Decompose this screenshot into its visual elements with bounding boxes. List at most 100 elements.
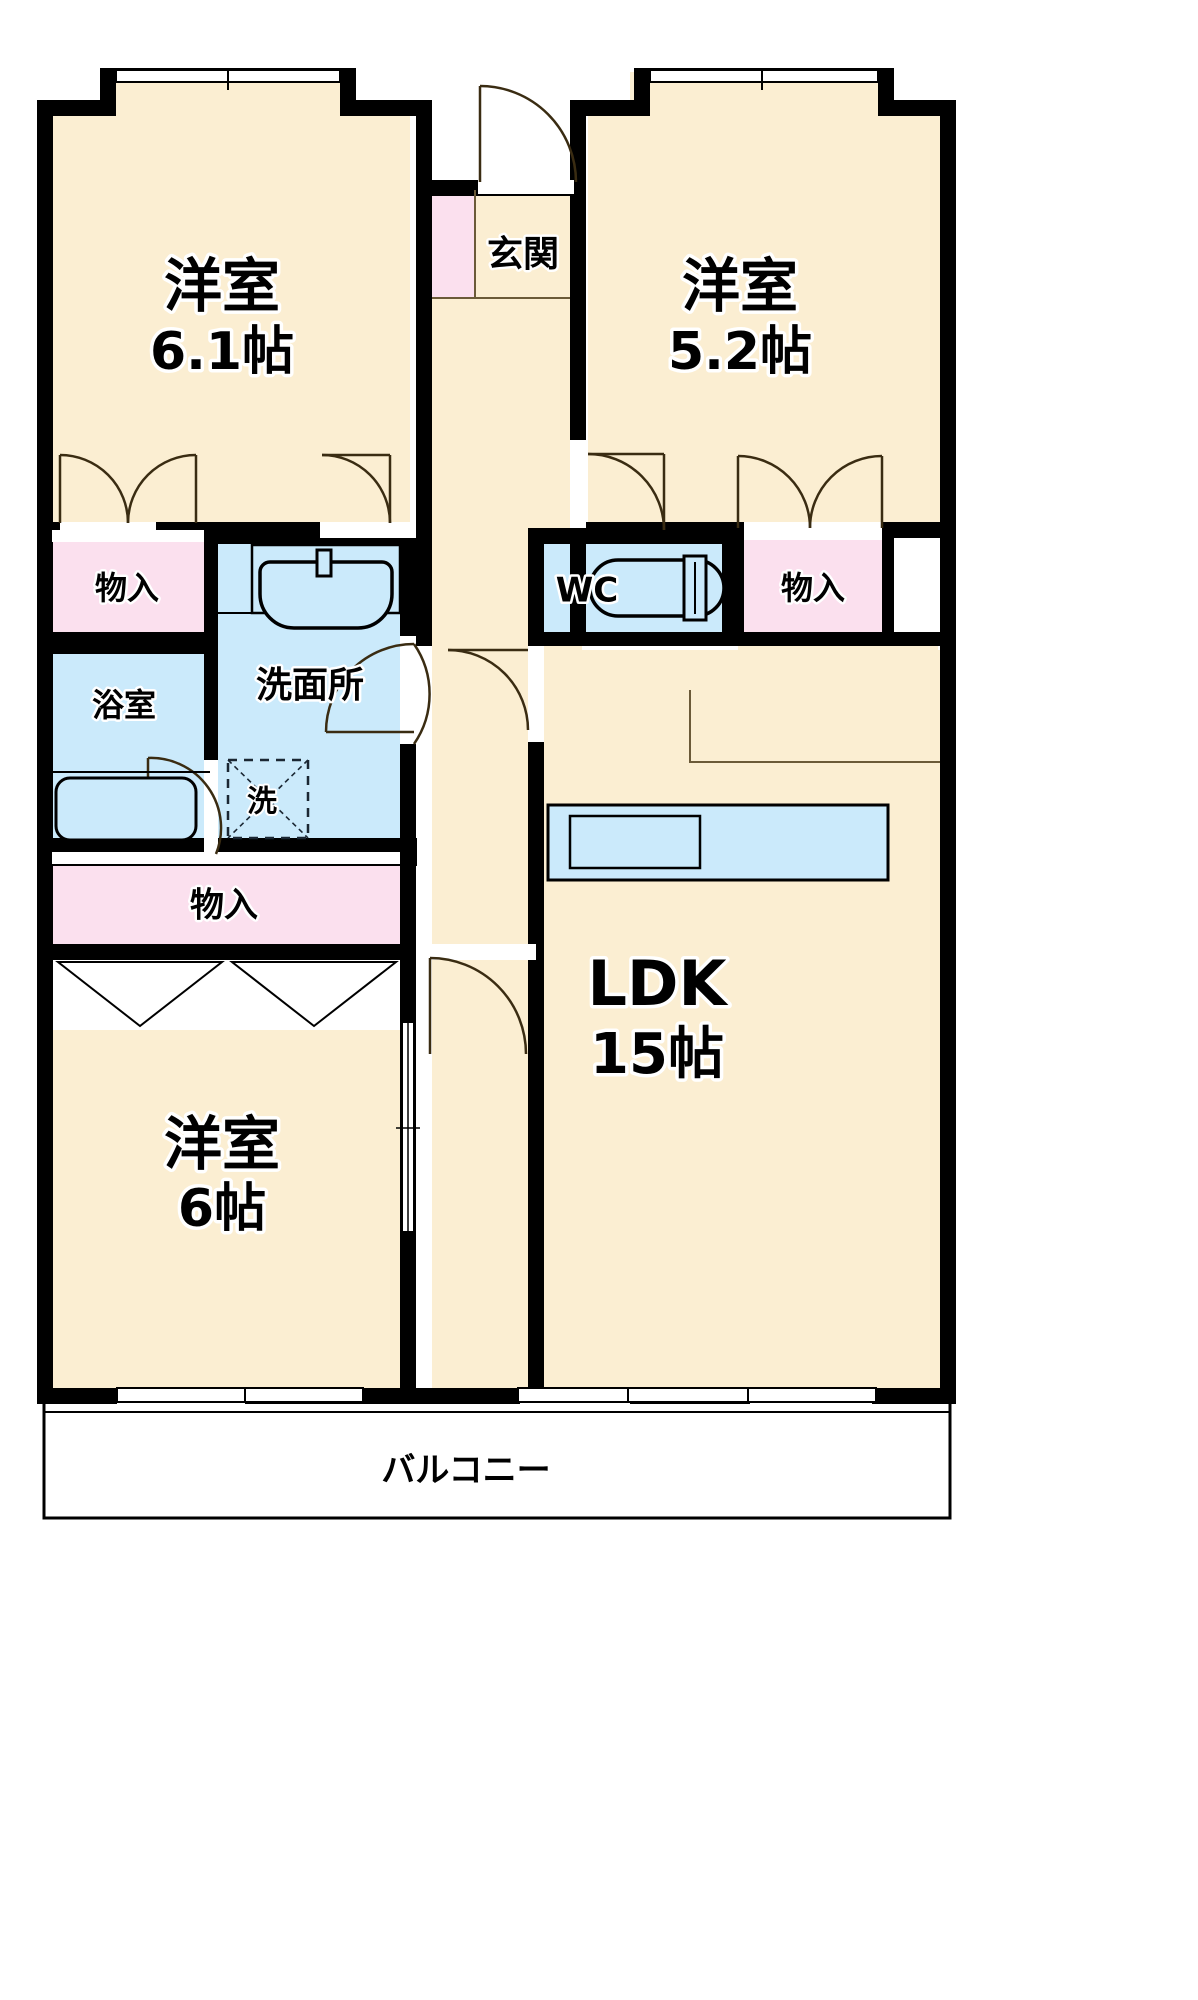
label-washitsu-upper-right-name: 洋室 [682, 252, 798, 320]
opening-bath [204, 760, 218, 856]
hanger-triangle-right [229, 961, 399, 1028]
label-yokushitsu: 浴室 [92, 686, 156, 724]
label-washitsu-upper-right-size: 5.2帖 [668, 322, 812, 382]
wall-bottom-right [872, 1388, 956, 1404]
floor-washitsu-lower-left [50, 1030, 410, 1400]
label-closet-upper-left: 物入 [95, 569, 159, 607]
swing-closet-ur-left [737, 454, 812, 529]
wall-top-right-step [570, 100, 650, 116]
window-ldk-bottom-a [517, 1387, 637, 1403]
wall-outer-right [940, 100, 956, 1400]
window-bedroom-ll-bottom-b [244, 1387, 364, 1403]
wall-bottom-mid [400, 1388, 520, 1404]
floor-washitsu-upper-left [50, 100, 410, 530]
closet-hanger-marks [55, 961, 399, 1028]
swing-senmenjo [412, 643, 431, 745]
room-labels: 洋室 6.1帖 洋室 5.2帖 洋室 6帖 LDK 15帖 玄関 洗面所 浴室 … [89, 232, 847, 1494]
label-washitsu-lower-left-name: 洋室 [164, 1110, 280, 1178]
floor-fills [50, 72, 940, 1400]
label-washitsu-upper-left-size: 6.1帖 [150, 322, 294, 382]
sink-basin [258, 560, 394, 630]
wall-bath-top [37, 640, 217, 654]
washer-pad-x2 [227, 759, 309, 839]
opening-genkan [478, 180, 574, 194]
swing-genkan [479, 84, 578, 183]
label-closet-upper-right: 物入 [781, 569, 845, 607]
swing-wc-hall-side [447, 648, 530, 731]
windows [115, 69, 879, 1403]
wall-closet-ul-right [204, 530, 218, 650]
label-ldk-size: 15帖 [590, 1022, 724, 1087]
wall-left-bay-riser [100, 68, 116, 116]
wall-top-left-step2 [340, 100, 432, 116]
wall-closet-ur-right [882, 528, 894, 646]
wall-closet-ur-left [730, 528, 744, 646]
wall-right-bay-left-riser [634, 68, 650, 116]
kitchen-sink-basin [568, 814, 702, 870]
floor-closet-upper-right-front [738, 640, 938, 690]
swing-bed-ur-hall [587, 452, 666, 531]
opening-closet-ur [744, 522, 882, 538]
opening-closet-ul [52, 530, 204, 542]
label-senmenjo: 洗面所 [256, 665, 364, 706]
label-washitsu-upper-left-name: 洋室 [164, 252, 280, 320]
opening-closet-ml [52, 852, 400, 864]
door-swings [58, 84, 884, 1055]
wall-wc-top [528, 528, 738, 544]
opening-ldk [416, 944, 536, 960]
floor-hall-upper-left-front [50, 480, 410, 530]
label-balcony: バルコニー [381, 1451, 550, 1491]
opening-senmenjo [400, 636, 416, 744]
closet-fills [50, 190, 888, 950]
window-bedroom-ll-bottom-a [116, 1387, 248, 1403]
swing-bed-ul-left [59, 453, 130, 524]
wall-wc-left [528, 528, 544, 646]
swing-bed-ul-hall [321, 453, 392, 524]
swing-bath [147, 756, 223, 855]
swing-closet-ur-right [808, 454, 883, 529]
wall-closet-ml-bottom [37, 944, 417, 960]
swing-senmenjo-b [324, 642, 415, 733]
washer-pad-outline [226, 758, 310, 840]
bathtub [54, 776, 198, 842]
washing-machine-pad [226, 758, 310, 840]
wall-hall-left [416, 196, 432, 646]
wall-genkan-right-riser [570, 100, 586, 196]
fixtures [50, 543, 940, 882]
floor-ldk [538, 650, 940, 1400]
balcony [42, 1404, 952, 1520]
balcony-outline [42, 1404, 952, 1520]
swing-ldk [429, 956, 528, 1055]
opening-bed-ur-hall [570, 440, 586, 528]
wall-hall-left-upper [416, 100, 432, 190]
wall-top-left-step [37, 100, 115, 116]
window-ldk-bottom-b [627, 1387, 757, 1403]
fill-closet-upper-left [50, 540, 210, 635]
label-genkan: 玄関 [487, 234, 559, 275]
fill-closet-middle-left [50, 862, 408, 950]
opening-wc [528, 646, 544, 742]
label-ldk-name: LDK [587, 947, 728, 1020]
wall-top-right-step2 [878, 100, 956, 116]
window-ldk-bottom-c [747, 1387, 877, 1403]
opening-bed-ul-b [320, 522, 416, 538]
wall-wc-bottom [528, 632, 740, 646]
wall-outer-left [37, 100, 53, 1400]
swing-bed-ul-right [126, 453, 197, 524]
genkan-details [432, 190, 570, 299]
label-wc: WC [556, 571, 618, 611]
wall-closet-ur-bottom [730, 632, 956, 646]
hanger-triangle-left [55, 961, 225, 1028]
label-closet-middle-left: 物入 [190, 886, 258, 926]
fill-closet-upper-right [738, 540, 888, 635]
ldk-upper-step [689, 690, 940, 763]
door-openings [52, 180, 882, 960]
label-washing-machine: 洗 [247, 785, 277, 820]
wall-ldk-left [528, 646, 544, 1400]
wall-bottom-left [37, 1388, 117, 1404]
label-washitsu-lower-left-size: 6帖 [178, 1179, 266, 1239]
fill-closet-genkan-shoe [432, 190, 475, 298]
sink-faucet [315, 548, 333, 578]
